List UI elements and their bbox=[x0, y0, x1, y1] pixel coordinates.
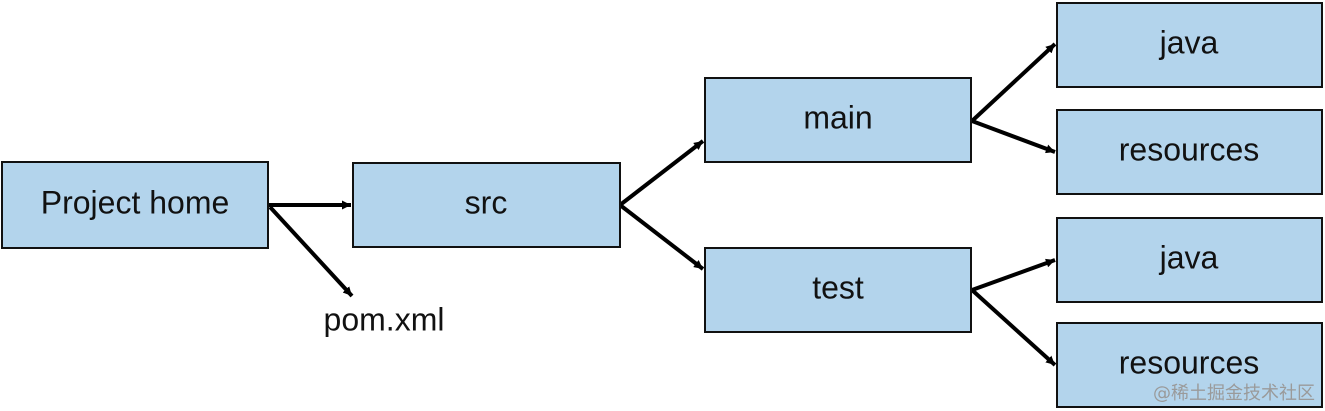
edges bbox=[268, 42, 1057, 367]
node-project-home: Project home bbox=[1, 161, 269, 249]
arrow-main-to-main-resources bbox=[971, 119, 1056, 154]
arrow-main-to-main-java bbox=[970, 42, 1057, 123]
watermark-text: @稀土掘金技术社区 bbox=[1153, 383, 1315, 404]
node-test-resources: resources bbox=[1056, 322, 1323, 408]
node-test-java-label: java bbox=[1159, 239, 1219, 275]
node-main-resources: resources bbox=[1056, 109, 1323, 195]
node-test-java: java bbox=[1056, 217, 1323, 303]
node-test-label: test bbox=[812, 269, 864, 305]
node-test: test bbox=[704, 247, 972, 333]
arrow-test-to-test-resources bbox=[970, 288, 1057, 367]
node-main: main bbox=[704, 77, 972, 163]
node-src-label: src bbox=[465, 184, 508, 220]
arrow-src-to-main bbox=[618, 139, 705, 207]
arrow-project-home-to-pom bbox=[268, 205, 354, 298]
node-main-resources-label: resources bbox=[1119, 131, 1260, 167]
node-main-java-label: java bbox=[1159, 24, 1219, 60]
arrow-test-to-test-java bbox=[971, 258, 1056, 292]
node-main-label: main bbox=[803, 99, 872, 135]
node-main-java: java bbox=[1056, 2, 1323, 88]
node-project-home-label: Project home bbox=[41, 184, 230, 220]
node-test-resources-label: resources bbox=[1119, 344, 1260, 380]
node-src: src bbox=[352, 162, 621, 248]
arrow-src-to-test bbox=[618, 203, 705, 271]
pom-xml-label: pom.xml bbox=[324, 301, 445, 337]
